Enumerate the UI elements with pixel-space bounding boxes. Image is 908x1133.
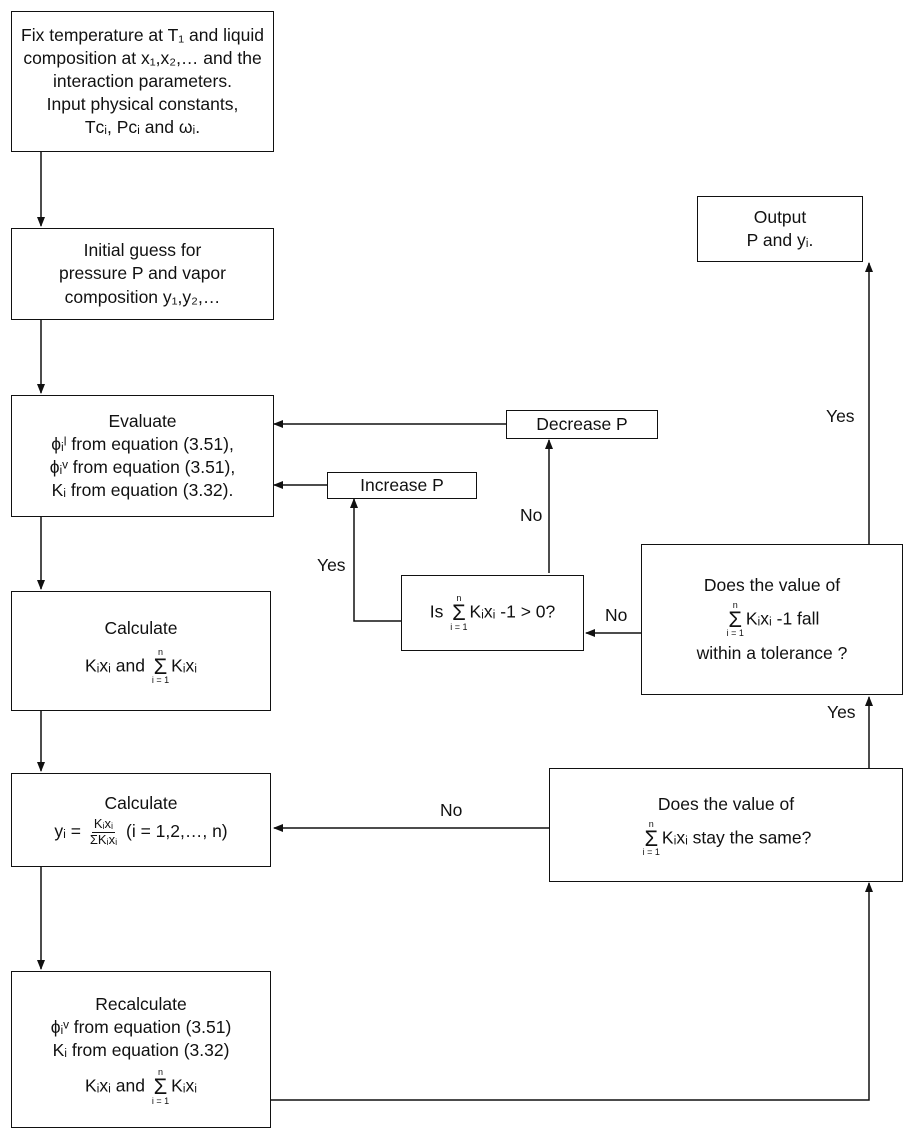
- increase-p-box: Increase P: [327, 472, 477, 499]
- fix-line-3: interaction parameters.: [53, 70, 232, 91]
- sum-positive-decision-box: Is n Σ i = 1 Kᵢxᵢ -1 > 0?: [401, 575, 584, 651]
- guess-line-2: pressure P and vapor: [58, 263, 226, 284]
- summation-symbol: n Σ i = 1: [152, 1068, 169, 1106]
- sum-upper-limit: n: [648, 818, 654, 829]
- sigma-icon: Σ: [728, 606, 742, 632]
- summation-symbol: n Σ i = 1: [151, 646, 170, 686]
- sum-lower-limit: i = 1: [450, 621, 468, 632]
- sum-term: Kᵢxᵢ -1 fall: [745, 608, 820, 629]
- sum-lower-limit: i = 1: [642, 847, 660, 858]
- recalculate-title: Recalculate: [95, 993, 187, 1014]
- fraction-denominator: ΣKᵢxᵢ: [89, 832, 118, 848]
- fix-line-2: composition at x₁,x₂,… and the: [23, 47, 262, 68]
- same-title: Does the value of: [657, 793, 795, 814]
- sigma-icon: Σ: [644, 825, 659, 851]
- same-value-decision-box: Does the value of n Σ i = 1 Kᵢxᵢ stay th…: [549, 768, 903, 882]
- initial-guess-box: Initial guess for pressure P and vapor c…: [11, 228, 274, 320]
- output-values: P and yᵢ.: [746, 230, 814, 250]
- fix-line-4: Input physical constants,: [46, 94, 239, 115]
- sum-upper-limit: n: [157, 1067, 163, 1078]
- fix-line-5: Tᴄᵢ, Pᴄᵢ and ωᵢ.: [84, 117, 201, 138]
- decrease-p-box: Decrease P: [506, 410, 658, 439]
- tolerance-decision-box: Does the value of n Σ i = 1 Kᵢxᵢ -1 fall…: [641, 544, 903, 695]
- decrease-p-label: Decrease P: [536, 413, 628, 434]
- sum-upper-limit: n: [157, 646, 163, 657]
- label-yes-to-tolerance: Yes: [827, 702, 856, 722]
- fix-line-1: Fix temperature at T₁ and liquid: [21, 24, 264, 45]
- sum-term: Kᵢxᵢ: [171, 655, 198, 676]
- decision-expression: Is n Σ i = 1 Kᵢxᵢ -1 > 0?: [430, 594, 556, 632]
- sigma-icon: Σ: [153, 653, 168, 679]
- calculate-expression: Kᵢxᵢ and n Σ i = 1 Kᵢxᵢ: [84, 646, 198, 686]
- formula-fraction: Kᵢxᵢ ΣKᵢxᵢ: [89, 816, 118, 848]
- sigma-icon: Σ: [153, 1074, 168, 1100]
- calculate-title: Calculate: [104, 617, 178, 638]
- increase-p-label: Increase P: [360, 474, 444, 495]
- sum-upper-limit: n: [456, 593, 462, 604]
- label-no-to-calculate: No: [440, 800, 463, 820]
- same-expression: n Σ i = 1 Kᵢxᵢ stay the same?: [641, 818, 812, 858]
- sum-term: Kᵢxᵢ -1 > 0?: [469, 601, 556, 622]
- arrow-is-to-increase: [350, 498, 401, 622]
- fraction-numerator: Kᵢxᵢ: [91, 816, 116, 834]
- output-title: Output: [753, 206, 807, 227]
- guess-line-3: composition y₁,y₂,…: [64, 286, 221, 307]
- calculate-y-title: Calculate: [104, 793, 178, 814]
- calculate-y-formula: yᵢ = Kᵢxᵢ ΣKᵢxᵢ (i = 1,2,…, n): [54, 816, 228, 848]
- summation-symbol: n Σ i = 1: [726, 599, 744, 639]
- arrow-recalculate-to-same: [271, 882, 873, 1101]
- formula-range: (i = 1,2,…, n): [126, 821, 228, 842]
- fix-conditions-box: Fix temperature at T₁ and liquid composi…: [11, 11, 274, 152]
- guess-line-1: Initial guess for: [83, 240, 202, 261]
- calculate-sum-box: Calculate Kᵢxᵢ and n Σ i = 1 Kᵢxᵢ: [11, 591, 271, 711]
- sigma-icon: Σ: [452, 600, 466, 626]
- label-no-to-decrease: No: [520, 505, 543, 525]
- sum-lower-limit: i = 1: [151, 1096, 170, 1107]
- tolerance-expression: n Σ i = 1 Kᵢxᵢ -1 fall: [725, 599, 820, 639]
- formula-lhs: yᵢ =: [54, 821, 81, 842]
- recalculate-line-phi-v: ϕᵢᵛ from equation (3.51): [50, 1017, 232, 1038]
- label-no-to-is: No: [605, 605, 628, 625]
- evaluate-line-phi-v: ϕᵢᵛ from equation (3.51),: [49, 457, 236, 477]
- output-box: Output P and yᵢ.: [697, 196, 863, 262]
- sum-term: Kᵢxᵢ stay the same?: [661, 827, 812, 848]
- summation-symbol: n Σ i = 1: [450, 594, 467, 632]
- decision-prefix: Is: [429, 601, 444, 622]
- sum-lower-limit: i = 1: [151, 675, 170, 686]
- evaluate-box: Evaluate ϕᵢˡ from equation (3.51), ϕᵢᵛ f…: [11, 395, 274, 517]
- tolerance-title: Does the value of: [703, 574, 841, 595]
- calculate-expr-text: Kᵢxᵢ and: [84, 655, 145, 676]
- label-yes-to-output: Yes: [826, 406, 855, 426]
- recalculate-expression: Kᵢxᵢ and n Σ i = 1 Kᵢxᵢ: [85, 1068, 197, 1106]
- recalculate-line-k: Kᵢ from equation (3.32): [52, 1040, 230, 1061]
- label-yes-to-increase: Yes: [317, 555, 346, 575]
- sum-term: Kᵢxᵢ: [171, 1075, 198, 1096]
- evaluate-line-phi-l: ϕᵢˡ from equation (3.51),: [51, 433, 234, 454]
- sum-upper-limit: n: [732, 599, 738, 610]
- summation-symbol: n Σ i = 1: [642, 818, 660, 858]
- sum-lower-limit: i = 1: [726, 628, 744, 639]
- tolerance-tail: within a tolerance ?: [696, 643, 848, 664]
- calculate-y-box: Calculate yᵢ = Kᵢxᵢ ΣKᵢxᵢ (i = 1,2,…, n): [11, 773, 271, 867]
- evaluate-line-k: Kᵢ from equation (3.32).: [51, 480, 234, 501]
- recalculate-box: Recalculate ϕᵢᵛ from equation (3.51) Kᵢ …: [11, 971, 271, 1128]
- recalculate-expr-text: Kᵢxᵢ and: [84, 1075, 145, 1096]
- evaluate-title: Evaluate: [108, 410, 177, 431]
